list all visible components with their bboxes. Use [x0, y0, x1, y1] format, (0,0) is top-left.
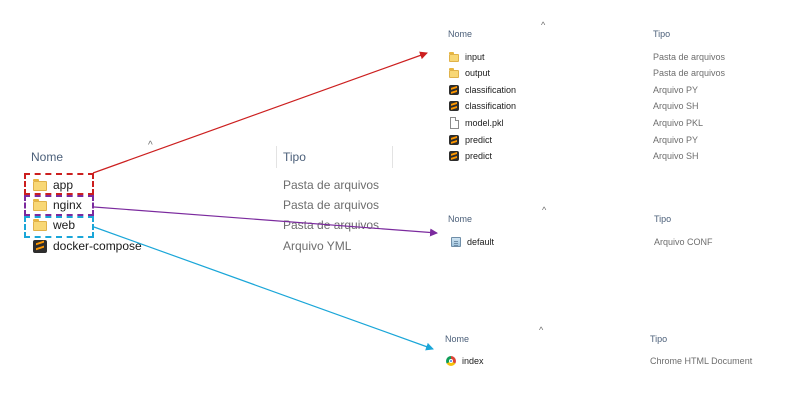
file-icon: [450, 117, 459, 129]
list-item-index[interactable]: index: [446, 353, 484, 369]
column-header-type[interactable]: Tipo: [653, 29, 671, 39]
file-name: classification: [465, 85, 517, 95]
file-name: predict: [465, 135, 493, 145]
list-item-output[interactable]: output: [449, 65, 490, 81]
file-name: docker-compose: [53, 239, 142, 253]
file-type: Pasta de arquivos: [653, 68, 726, 78]
sublime-text-icon: [449, 85, 459, 95]
list-item-app[interactable]: app: [33, 175, 73, 195]
column-divider[interactable]: [392, 146, 393, 168]
list-item-default[interactable]: default: [451, 234, 494, 250]
sort-ascending-icon: ^: [542, 205, 547, 215]
file-type: Arquivo CONF: [654, 237, 713, 247]
file-name: web: [53, 218, 76, 232]
column-header-name[interactable]: Nome: [31, 150, 64, 164]
sublime-text-icon: [449, 135, 459, 145]
file-type: Pasta de arquivos: [283, 178, 380, 192]
column-header-type[interactable]: Tipo: [654, 214, 672, 224]
file-type: Arquivo PY: [653, 85, 699, 95]
folder-icon: [449, 68, 459, 78]
web-arrow: [93, 226, 434, 351]
file-type: Arquivo SH: [653, 101, 699, 111]
app-arrow: [92, 51, 428, 174]
list-item-nginx[interactable]: nginx: [33, 195, 82, 215]
column-header-name[interactable]: Nome: [448, 29, 473, 39]
folder-icon: [33, 198, 47, 212]
nginx-highlight-box: [24, 195, 94, 216]
list-item-input[interactable]: input: [449, 49, 485, 65]
chrome-icon: [446, 356, 456, 366]
list-item-classification-py[interactable]: classification: [449, 82, 516, 98]
file-name: nginx: [53, 198, 82, 212]
app-highlight-box: [24, 173, 94, 195]
file-type: Pasta de arquivos: [653, 52, 726, 62]
file-name: output: [465, 68, 491, 78]
sort-ascending-icon: ^: [541, 20, 546, 30]
config-file-icon: [451, 237, 461, 247]
list-item-classification-sh[interactable]: classification: [449, 98, 516, 114]
column-divider[interactable]: [276, 146, 277, 168]
file-type: Arquivo YML: [283, 239, 352, 253]
file-name: input: [465, 52, 485, 62]
list-item-web[interactable]: web: [33, 215, 75, 235]
file-type: Chrome HTML Document: [650, 356, 753, 366]
sort-ascending-icon: ^: [148, 140, 153, 151]
file-type: Arquivo PKL: [653, 118, 704, 128]
list-item-predict-sh[interactable]: predict: [449, 148, 492, 164]
column-header-type[interactable]: Tipo: [650, 334, 668, 344]
column-header-type[interactable]: Tipo: [283, 150, 306, 164]
file-name: default: [467, 237, 495, 247]
folder-icon: [449, 52, 459, 62]
web-highlight-box: [24, 216, 94, 238]
file-name: predict: [465, 151, 493, 161]
sublime-text-icon: [449, 151, 459, 161]
list-item-model-pkl[interactable]: model.pkl: [450, 115, 504, 131]
column-header-name[interactable]: Nome: [448, 214, 473, 224]
sort-ascending-icon: ^: [539, 325, 544, 335]
file-name: app: [53, 178, 74, 192]
file-type: Arquivo PY: [653, 135, 699, 145]
nginx-arrow: [93, 206, 438, 237]
folder-icon: [33, 178, 47, 192]
list-item-docker-compose[interactable]: docker-compose: [33, 236, 142, 256]
column-header-name[interactable]: Nome: [445, 334, 470, 344]
list-item-predict-py[interactable]: predict: [449, 132, 492, 148]
file-type: Arquivo SH: [653, 151, 699, 161]
file-name: classification: [465, 101, 517, 111]
sublime-text-icon: [33, 239, 47, 253]
file-name: model.pkl: [465, 118, 504, 128]
sublime-text-icon: [449, 101, 459, 111]
file-type: Pasta de arquivos: [283, 198, 380, 212]
file-name: index: [462, 356, 484, 366]
folder-icon: [33, 218, 47, 232]
